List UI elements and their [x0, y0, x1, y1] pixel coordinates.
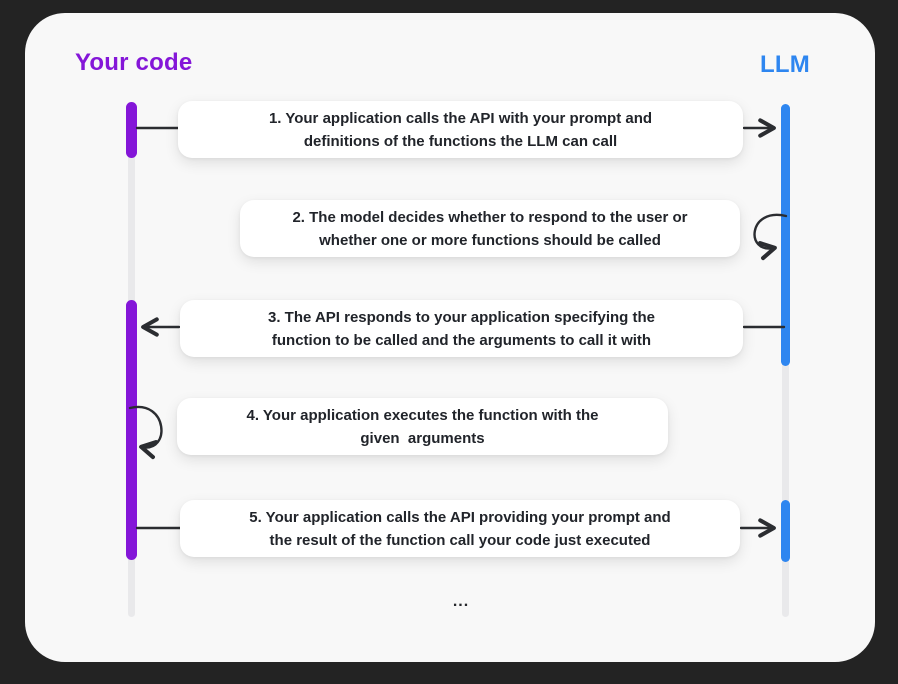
your-code-activation-1	[126, 102, 137, 158]
step-4-text-line-1: 4. Your application executes the functio…	[246, 406, 599, 424]
step-2-text-line-1: 2. The model decides whether to respond …	[292, 208, 688, 226]
step-1-text-line-2: definitions of the functions the LLM can…	[303, 132, 618, 150]
step-3-box: 3. The API responds to your application …	[180, 300, 743, 357]
step-2-box: 2. The model decides whether to respond …	[240, 200, 740, 257]
step-3-text-line-2: function to be called and the arguments …	[271, 331, 652, 349]
step-5-box: 5. Your application calls the API provid…	[180, 500, 740, 557]
your-code-activation-2	[126, 300, 137, 560]
step-1-text-line-1: 1. Your application calls the API with y…	[268, 109, 653, 127]
step-3-text-line-1: 3. The API responds to your application …	[267, 308, 655, 326]
step-5-text-line-1: 5. Your application calls the API provid…	[249, 508, 671, 526]
step-2-text-line-2: whether one or more functions should be …	[319, 231, 661, 249]
llm-title: LLM	[760, 51, 810, 78]
step-1-box: 1. Your application calls the API with y…	[178, 101, 743, 158]
your-code-title: Your code	[75, 49, 193, 76]
step-4-text-line-2: given arguments	[360, 429, 485, 447]
continuation-ellipsis: ...	[452, 593, 470, 610]
step-4-box: 4. Your application executes the functio…	[177, 398, 668, 455]
llm-activation-1	[781, 104, 790, 366]
llm-activation-2	[781, 500, 790, 562]
step-5-text-line-2: the result of the function call your cod…	[269, 531, 651, 549]
